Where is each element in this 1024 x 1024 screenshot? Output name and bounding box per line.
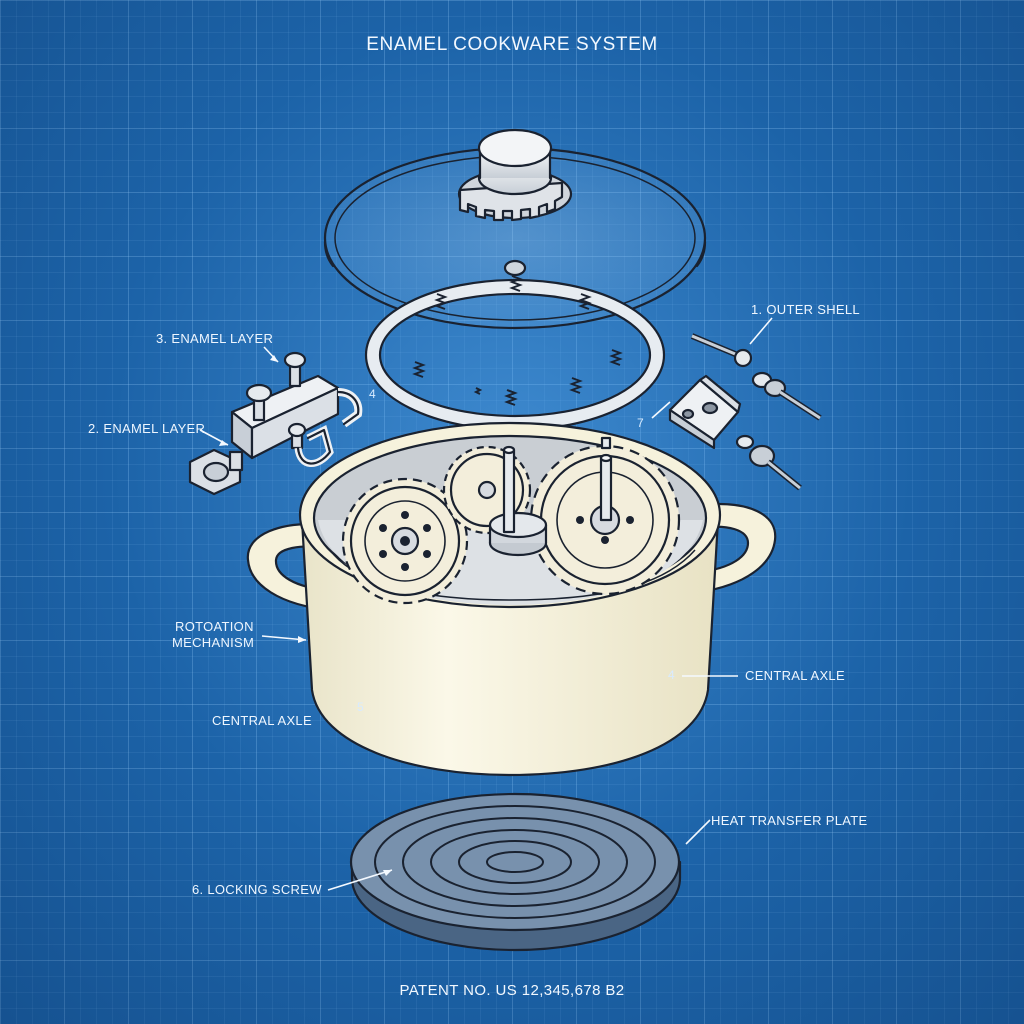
label-enamel-layer-3: 3. ENAMEL LAYER bbox=[156, 331, 274, 346]
heat-transfer-plate bbox=[349, 792, 682, 952]
label-central-axle-right: CENTRAL AXLE bbox=[745, 668, 845, 683]
enamel-clamp-assembly bbox=[188, 351, 363, 496]
patent-number: PATENT NO. US 12,345,678 B2 bbox=[399, 982, 625, 999]
label-heat-transfer-plate: HEAT TRANSFER PLATE bbox=[711, 813, 868, 828]
label-rotation-line2: MECHANISM bbox=[172, 635, 255, 650]
hardware-screws bbox=[690, 333, 822, 491]
label-enamel-layer-2: 2. ENAMEL LAYER bbox=[88, 421, 206, 436]
callout-5: 5 bbox=[357, 700, 364, 714]
label-outer-shell: 1. OUTER SHELL bbox=[751, 302, 860, 317]
springs bbox=[412, 275, 623, 406]
label-rotation-line1: ROTOATION bbox=[175, 619, 254, 634]
central-axle bbox=[488, 436, 613, 557]
gear-left bbox=[341, 477, 469, 605]
diagram-title: ENAMEL COOKWARE SYSTEM bbox=[366, 34, 658, 55]
mounting-bracket bbox=[668, 374, 742, 450]
lid-knob bbox=[457, 128, 573, 222]
knob-gear-teeth bbox=[458, 181, 564, 222]
callout-4-left: 4 bbox=[369, 387, 376, 401]
label-locking-screw: 6. LOCKING SCREW bbox=[192, 882, 322, 897]
leader-lines bbox=[199, 317, 773, 891]
callout-7: 7 bbox=[637, 416, 644, 430]
label-central-axle-left: CENTRAL AXLE bbox=[212, 713, 312, 728]
callout-4-right: 4 bbox=[668, 668, 675, 682]
